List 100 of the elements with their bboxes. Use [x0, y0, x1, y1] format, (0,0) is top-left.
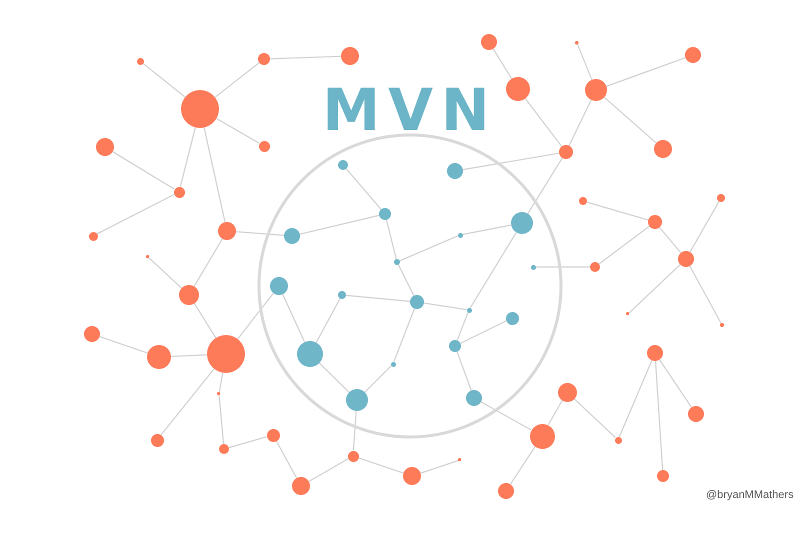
connector-line	[577, 44, 592, 80]
node-circle	[218, 222, 236, 240]
node-circle	[530, 264, 536, 270]
connector-line	[524, 98, 562, 147]
connector-line	[604, 96, 657, 144]
connector-line	[316, 298, 341, 343]
connector-line	[352, 410, 357, 451]
connector-line	[689, 201, 720, 252]
connector-line	[618, 360, 652, 438]
node-circle	[458, 232, 462, 238]
connector-line	[462, 152, 560, 170]
node-circle	[447, 163, 463, 179]
node-circle	[466, 390, 482, 406]
connector-line	[308, 458, 349, 482]
connector-line	[218, 372, 224, 393]
node-circle	[136, 58, 144, 64]
node-circle	[217, 392, 221, 396]
node-circle	[88, 232, 98, 240]
connector-line	[194, 238, 223, 287]
node-circle	[346, 389, 368, 411]
connector-line	[659, 226, 682, 254]
node-circle	[379, 208, 391, 220]
connector-line	[480, 401, 532, 430]
connector-line	[216, 118, 260, 144]
node-circle	[511, 212, 533, 234]
node-circle	[181, 90, 219, 128]
connector-line	[606, 57, 686, 87]
node-circle	[558, 382, 576, 402]
connector-line	[142, 62, 186, 98]
connector-line	[628, 264, 681, 314]
node-circle	[585, 79, 607, 101]
connector-line	[300, 214, 380, 235]
connector-line	[456, 312, 469, 341]
node-circle	[338, 160, 348, 170]
node-circle	[338, 291, 346, 299]
node-circle	[258, 53, 270, 65]
connector-line	[204, 127, 226, 222]
connector-line	[689, 266, 722, 324]
node-circle	[390, 362, 396, 366]
node-circle	[685, 47, 701, 63]
connector-line	[386, 220, 397, 260]
connector-line	[282, 294, 306, 342]
connector-line	[236, 231, 284, 236]
connector-line	[180, 127, 196, 187]
connector-line	[112, 151, 175, 190]
connector-line	[462, 224, 512, 236]
connector-line	[228, 436, 267, 448]
connector-line	[586, 202, 648, 221]
node-circle	[506, 312, 518, 324]
node-circle	[84, 326, 100, 342]
node-circle	[506, 77, 530, 101]
connector-line	[346, 294, 410, 302]
connector-line	[658, 359, 692, 408]
connector-line	[510, 446, 536, 485]
connector-line	[574, 398, 616, 438]
connector-line	[424, 302, 467, 310]
node-circle	[394, 259, 400, 265]
connector-line	[194, 303, 216, 338]
connector-line	[96, 194, 174, 234]
connector-line	[218, 396, 224, 444]
signature-text: @bryanMMathers	[706, 489, 794, 502]
node-circle	[559, 145, 573, 159]
node-circle	[648, 215, 662, 229]
connector-line	[237, 292, 274, 340]
node-circle	[284, 228, 300, 244]
node-circle	[688, 406, 704, 422]
connector-line	[358, 457, 404, 474]
node-circle	[258, 140, 270, 152]
node-circle	[498, 483, 514, 499]
node-circle	[348, 450, 358, 462]
node-circle	[297, 341, 323, 367]
node-circle	[449, 340, 461, 352]
title-text: MVN	[322, 86, 498, 136]
node-circle	[458, 458, 462, 462]
node-circle	[410, 295, 424, 309]
node-circle	[579, 197, 587, 205]
node-circle	[647, 345, 663, 361]
node-circle	[174, 186, 184, 198]
connector-line	[548, 400, 563, 426]
node-circle	[403, 467, 421, 485]
node-circle	[657, 470, 669, 482]
connector-line	[148, 258, 182, 289]
node-circle	[530, 424, 554, 448]
node-circle	[717, 194, 725, 202]
connector-line	[568, 100, 592, 146]
connector-line	[654, 360, 664, 470]
node-circle	[678, 251, 694, 267]
node-circle	[575, 41, 579, 45]
node-circle	[341, 47, 359, 65]
node-circle	[292, 477, 310, 495]
node-circle	[147, 345, 171, 369]
connector-line	[598, 226, 650, 264]
node-circle	[179, 285, 199, 305]
network-boundary	[257, 86, 563, 439]
connector-line	[270, 56, 342, 60]
connector-line	[492, 48, 512, 80]
connector-line	[99, 336, 148, 354]
node-circle	[150, 434, 164, 446]
node-circle	[266, 428, 280, 442]
connector-line	[527, 158, 563, 214]
